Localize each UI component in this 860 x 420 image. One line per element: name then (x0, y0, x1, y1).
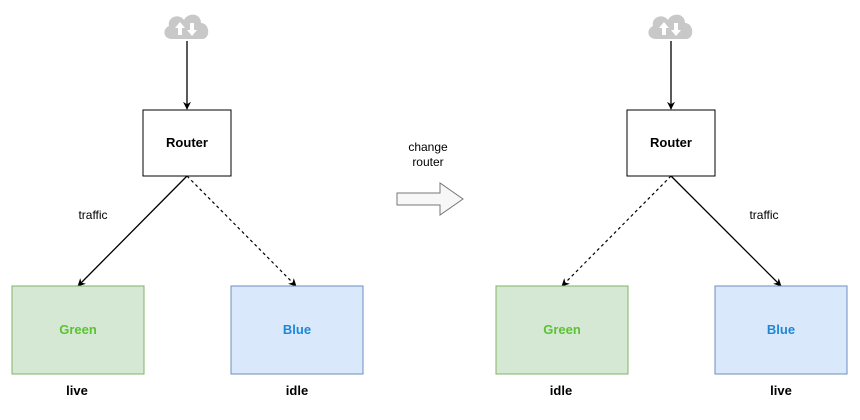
idle-arrow-to-green (561, 175, 672, 287)
blue-state-label: idle (285, 383, 309, 398)
traffic-arrow-to-blue (670, 175, 782, 287)
before-section (11, 14, 364, 375)
traffic-arrow-to-green (77, 175, 188, 287)
blue-state-label: live (770, 383, 792, 398)
router-label: Router (166, 135, 208, 150)
green-environment-box (495, 285, 629, 375)
cloud-icon (164, 14, 209, 39)
blue-environment-box (714, 285, 848, 375)
blue-label: Blue (282, 322, 312, 337)
change-router-line2: router (412, 155, 444, 169)
traffic-label: traffic (749, 208, 779, 222)
blue-environment-box (230, 285, 364, 375)
change-router-line1: change (408, 140, 448, 154)
green-environment-box (11, 285, 145, 375)
cloud-icon (648, 14, 693, 39)
after-section (495, 14, 848, 375)
change-router-label: change router (388, 140, 468, 170)
right-arrow-icon (396, 182, 464, 216)
traffic-label: traffic (78, 208, 108, 222)
green-label: Green (59, 322, 97, 337)
green-state-label: live (66, 383, 88, 398)
blue-label: Blue (766, 322, 796, 337)
router-box (626, 109, 716, 177)
green-state-label: idle (549, 383, 573, 398)
router-label: Router (650, 135, 692, 150)
idle-arrow-to-blue (186, 175, 297, 287)
green-label: Green (543, 322, 581, 337)
